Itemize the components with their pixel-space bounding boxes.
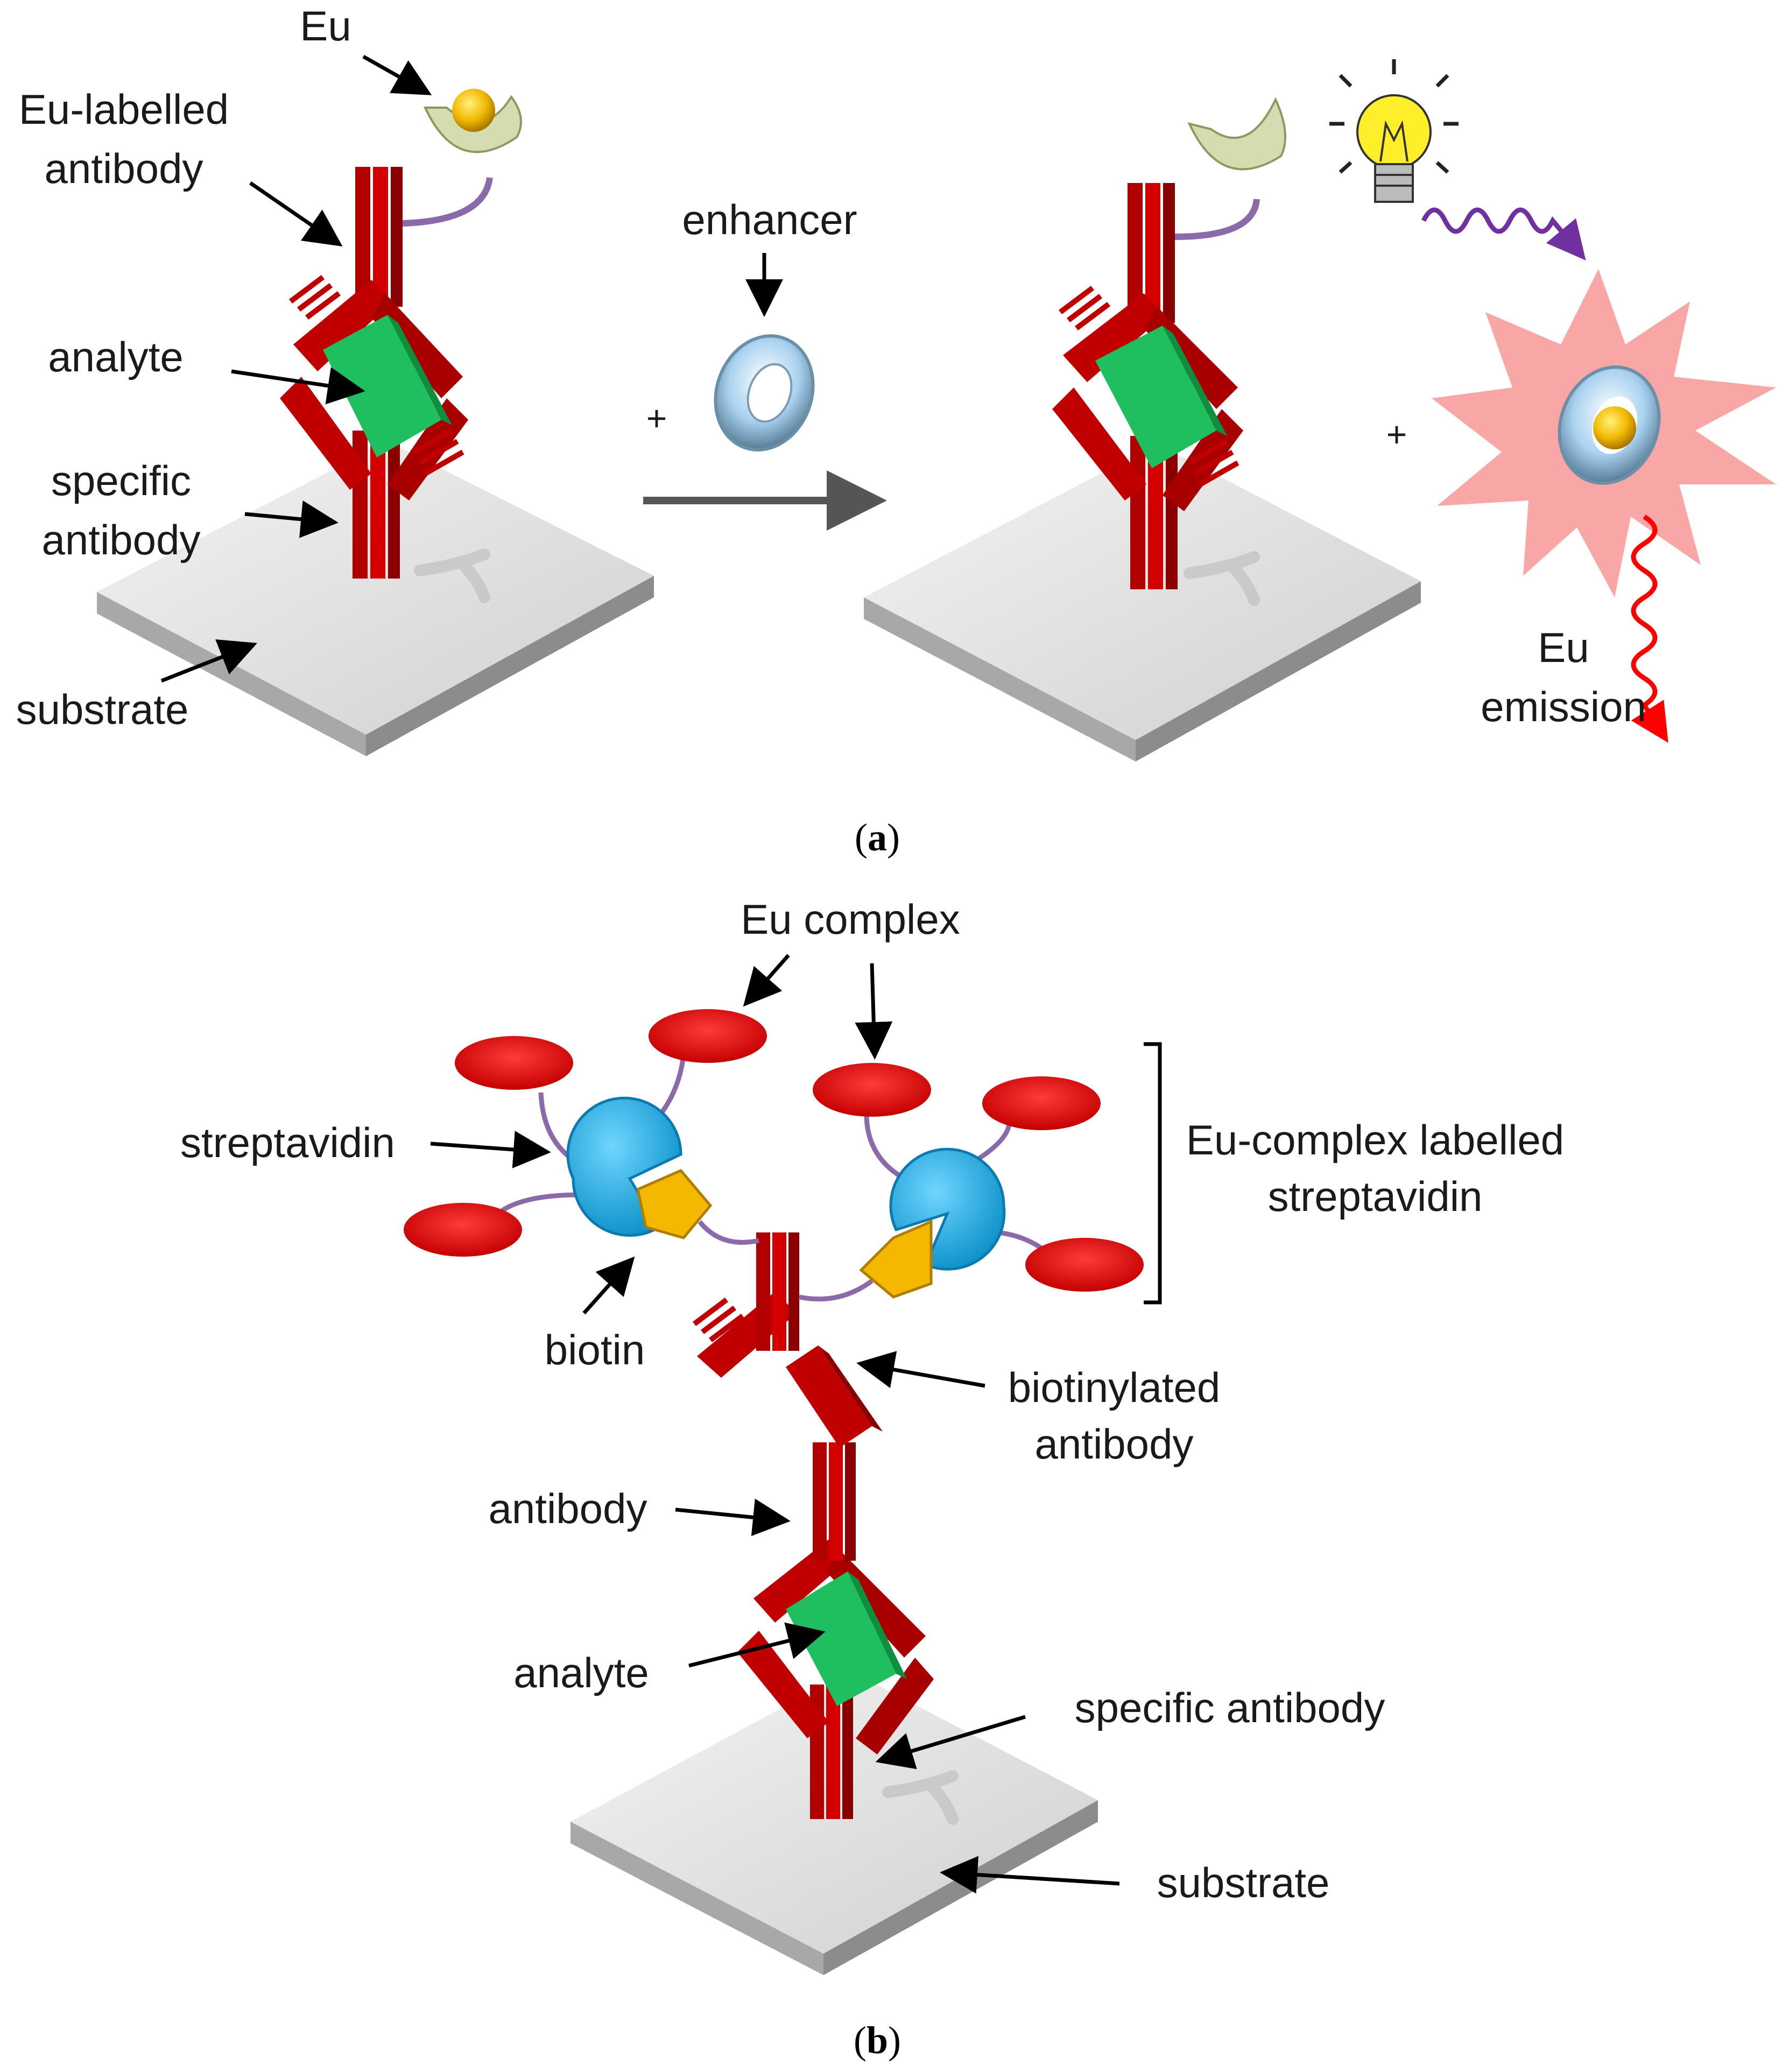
- label-eu-emission-2: emission: [1481, 683, 1646, 730]
- label-specific-antibody-a-2: antibody: [42, 516, 201, 563]
- excitation-wave: [1421, 207, 1586, 260]
- enhancer-ring-icon: [714, 334, 815, 452]
- streptavidin-icon: [889, 1147, 1006, 1271]
- eu-complex-disc: [1025, 1238, 1144, 1292]
- linker-biotin-right: [799, 1279, 874, 1302]
- streptavidin-cluster-right: [813, 1063, 1144, 1299]
- panel-b: Eu complex streptavidin Eu-complex label…: [180, 896, 1564, 2062]
- arrow-substrate-b: [940, 1856, 1120, 1894]
- label-eu-complex-labelled-1: Eu-complex labelled: [1186, 1116, 1564, 1164]
- empty-chelator-icon: [1187, 97, 1286, 171]
- arrow-analyte-a: [231, 367, 365, 405]
- label-eu-labelled-antibody-2: antibody: [45, 145, 203, 192]
- plus-sign-2: +: [1386, 414, 1407, 454]
- substrate-plate-right: [864, 444, 1421, 762]
- lightbulb-icon: [1329, 59, 1459, 203]
- arrow-antibody-b: [675, 1498, 791, 1537]
- arrow-substrate-a: [160, 639, 258, 683]
- eu-complex-disc: [813, 1063, 931, 1117]
- caption-b: (b): [854, 2019, 901, 2062]
- antibody-assembly-right: [1052, 183, 1243, 589]
- bracket: [1144, 1042, 1162, 1305]
- label-specific-antibody-b: specific antibody: [1075, 1684, 1385, 1731]
- eu-complex-disc: [982, 1076, 1101, 1130]
- arrow-biotin: [582, 1256, 635, 1315]
- label-enhancer: enhancer: [682, 196, 857, 243]
- label-eu-labelled-antibody-1: Eu-labelled: [19, 86, 229, 133]
- label-analyte-a: analyte: [48, 333, 184, 380]
- label-eu-emission-1: Eu: [1538, 624, 1589, 671]
- enhancer-eu-complex-icon: [1558, 365, 1661, 485]
- caption-a: (a): [855, 816, 900, 859]
- arrow-specific-antibody-b: [875, 1715, 1026, 1770]
- arrow-streptavidin: [430, 1131, 551, 1168]
- label-eu-complex: Eu complex: [741, 896, 960, 943]
- arrow-analyte-b: [688, 1622, 826, 1668]
- linker-right: [1174, 199, 1260, 240]
- arrow-eu-labelled-antibody: [249, 181, 343, 246]
- antibody-assembly-left: [280, 167, 468, 579]
- biotin-icon: [859, 1220, 933, 1299]
- eu-complex-disc: [649, 1009, 767, 1063]
- eu-complex-disc: [404, 1203, 522, 1257]
- label-eu-complex-labelled-2: streptavidin: [1268, 1173, 1483, 1220]
- label-specific-antibody-a-1: specific: [51, 457, 191, 504]
- label-streptavidin: streptavidin: [180, 1119, 395, 1166]
- arrow-biotinylated-antibody: [856, 1351, 985, 1389]
- antibody-stack-b: [693, 1232, 934, 1819]
- label-analyte-b: analyte: [513, 1649, 649, 1696]
- label-biotin: biotin: [545, 1326, 645, 1373]
- label-biotinylated-antibody-2: antibody: [1035, 1420, 1194, 1468]
- arrow-eu-complex-1: [743, 954, 790, 1007]
- plus-sign-1: +: [646, 398, 667, 438]
- label-substrate-a: substrate: [16, 686, 189, 733]
- streptavidin-icon: [566, 1096, 682, 1237]
- emission-wave: [1631, 515, 1668, 743]
- eu-complex-disc: [455, 1036, 573, 1090]
- label-eu: Eu: [300, 2, 351, 50]
- eu-chelate-icon: [423, 89, 522, 153]
- arrow-eu-complex-2: [855, 963, 893, 1060]
- label-antibody-b: antibody: [489, 1485, 647, 1532]
- linker-left: [402, 177, 493, 227]
- arrow-eu: [362, 54, 432, 95]
- label-biotinylated-antibody-1: biotinylated: [1008, 1364, 1221, 1411]
- panel-a: Eu Eu-labelled antibody analyte specific…: [16, 2, 1776, 859]
- arrow-specific-antibody-a: [244, 500, 339, 538]
- biotin-icon: [636, 1168, 713, 1239]
- label-substrate-b: substrate: [1157, 1859, 1330, 1906]
- streptavidin-cluster-left: [404, 1009, 767, 1257]
- linker-biotin-left: [698, 1220, 759, 1245]
